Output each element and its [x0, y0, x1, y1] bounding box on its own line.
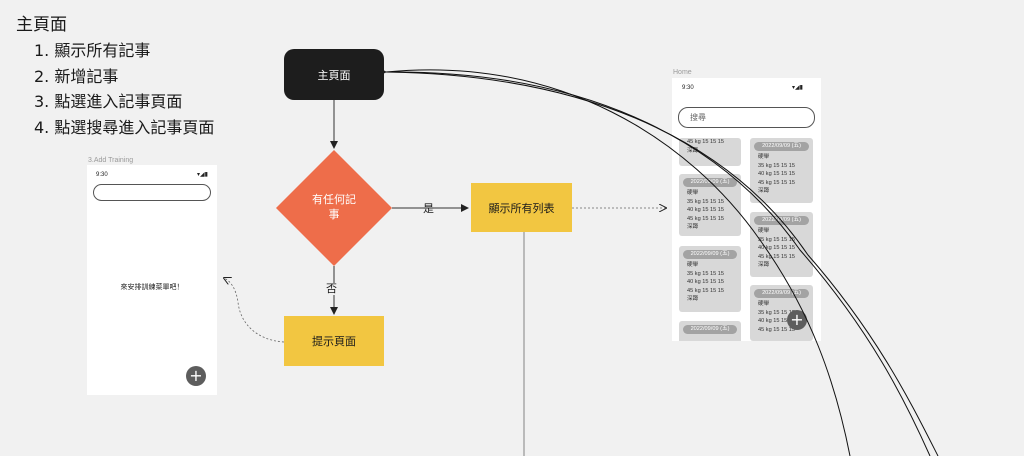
set-row: 45 kg 15 15 15	[758, 253, 796, 260]
add-training-frame-label: 3.Add Training	[88, 157, 134, 164]
entry-card[interactable]: 45 kg 15 15 15 深蹲	[679, 138, 741, 166]
notes-item: 4. 點選搜尋進入記事頁面	[34, 117, 215, 137]
add-training-phone-frame: 9:30 ▾◢▮ 來安排訓練菜單吧！ +	[87, 165, 217, 395]
set-row: 40 kg 15 15 15	[758, 171, 796, 177]
set-row: 35 kg 15 15 15	[758, 309, 796, 316]
notes-list: 1. 顯示所有記事 2. 新增記事 3. 點選進入記事頁面 4. 點選搜尋進入記…	[34, 38, 214, 140]
add-button[interactable]: +	[787, 310, 807, 330]
set-row: 35 kg 15 15 15	[687, 270, 725, 277]
set-row: 深蹲	[687, 296, 699, 302]
home-frame-label: Home	[673, 69, 692, 76]
set-row: 硬舉	[758, 154, 770, 160]
edge-curve-1	[385, 69, 851, 456]
empty-message: 來安排訓練菜單吧！	[120, 283, 184, 291]
decision-label: 有任何記 事	[276, 192, 392, 222]
set-row: 硬舉	[687, 190, 699, 196]
date-pill: 2022/09/09 (五)	[754, 142, 809, 151]
search-input[interactable]: 搜尋	[678, 107, 815, 128]
date-pill: 2022/09/09 (五)	[683, 250, 737, 259]
prompt-page-node: 提示頁面	[284, 316, 384, 366]
plus-icon: +	[189, 366, 203, 385]
set-row: 40 kg 15 15 15	[687, 279, 725, 285]
set-row: 35 kg 15 15 15	[758, 162, 796, 169]
set-row: 45 kg 15 15 15	[687, 215, 725, 222]
entry-card[interactable]: 2022/09/09 (五)	[679, 321, 741, 341]
entry-card[interactable]: 2022/09/09 (五) 硬舉 35 kg 15 15 15 40 kg 1…	[679, 246, 741, 312]
set-row: 深蹲	[687, 147, 699, 154]
edge-curve-3	[378, 67, 939, 456]
set-row: 深蹲	[687, 224, 699, 230]
status-time: 9:30	[96, 172, 108, 178]
date-pill: 2022/09/09 (五)	[683, 325, 737, 334]
start-node: 主頁面	[284, 49, 384, 100]
signal-battery-icon: ▾◢▮	[792, 84, 803, 91]
edge-curve-2	[385, 71, 931, 456]
search-input[interactable]	[93, 184, 211, 201]
notes-title: 主頁面	[16, 15, 67, 35]
date-pill: 2022/09/09 (五)	[754, 289, 809, 298]
set-row: 硬舉	[758, 301, 770, 307]
no-label: 否	[326, 282, 337, 295]
set-row: 45 kg 15 15 15	[687, 287, 725, 294]
decision-label-line: 有任何記	[312, 193, 356, 206]
entry-card[interactable]: 2022/09/09 (五) 硬舉 35 kg 15 15 15 40 kg 1…	[750, 138, 813, 203]
set-row: 深蹲	[758, 188, 770, 194]
list-all-node: 顯示所有列表	[471, 183, 572, 232]
set-row: 35 kg 15 15 15	[758, 236, 796, 243]
decision-diamond	[276, 150, 392, 266]
set-row: 40 kg 15 15 15	[758, 245, 796, 251]
set-row: 硬舉	[758, 228, 770, 234]
set-row: 45 kg 15 15 15	[758, 179, 796, 186]
decision-node: 有任何記 事	[276, 150, 392, 266]
notes-item: 1. 顯示所有記事	[34, 41, 151, 60]
decision-label-line: 事	[328, 208, 340, 221]
notes-item: 3. 點選進入記事頁面	[34, 92, 183, 111]
set-row: 40 kg 15 15 15	[758, 318, 796, 324]
set-row: 深蹲	[758, 262, 770, 268]
set-row: 35 kg 15 15 15	[687, 198, 725, 205]
search-placeholder: 搜尋	[690, 113, 706, 122]
set-row: 硬舉	[687, 262, 699, 268]
plus-icon: +	[790, 310, 804, 329]
notes-item: 2. 新增記事	[34, 66, 119, 86]
set-row: 40 kg 15 15 15	[687, 207, 725, 213]
set-row: 45 kg 15 15 15	[758, 326, 796, 333]
yes-label: 是	[423, 202, 434, 215]
set-row: 45 kg 15 15 15	[687, 139, 725, 145]
add-button[interactable]: +	[186, 366, 206, 386]
edge-prompt-to-add-training	[224, 278, 285, 343]
signal-battery-icon: ▾◢▮	[197, 171, 208, 178]
status-time: 9:30	[682, 85, 694, 91]
home-phone-frame: 9:30 ▾◢▮ 搜尋 45 kg 15 15 15 深蹲 2022/09/09…	[672, 78, 821, 341]
